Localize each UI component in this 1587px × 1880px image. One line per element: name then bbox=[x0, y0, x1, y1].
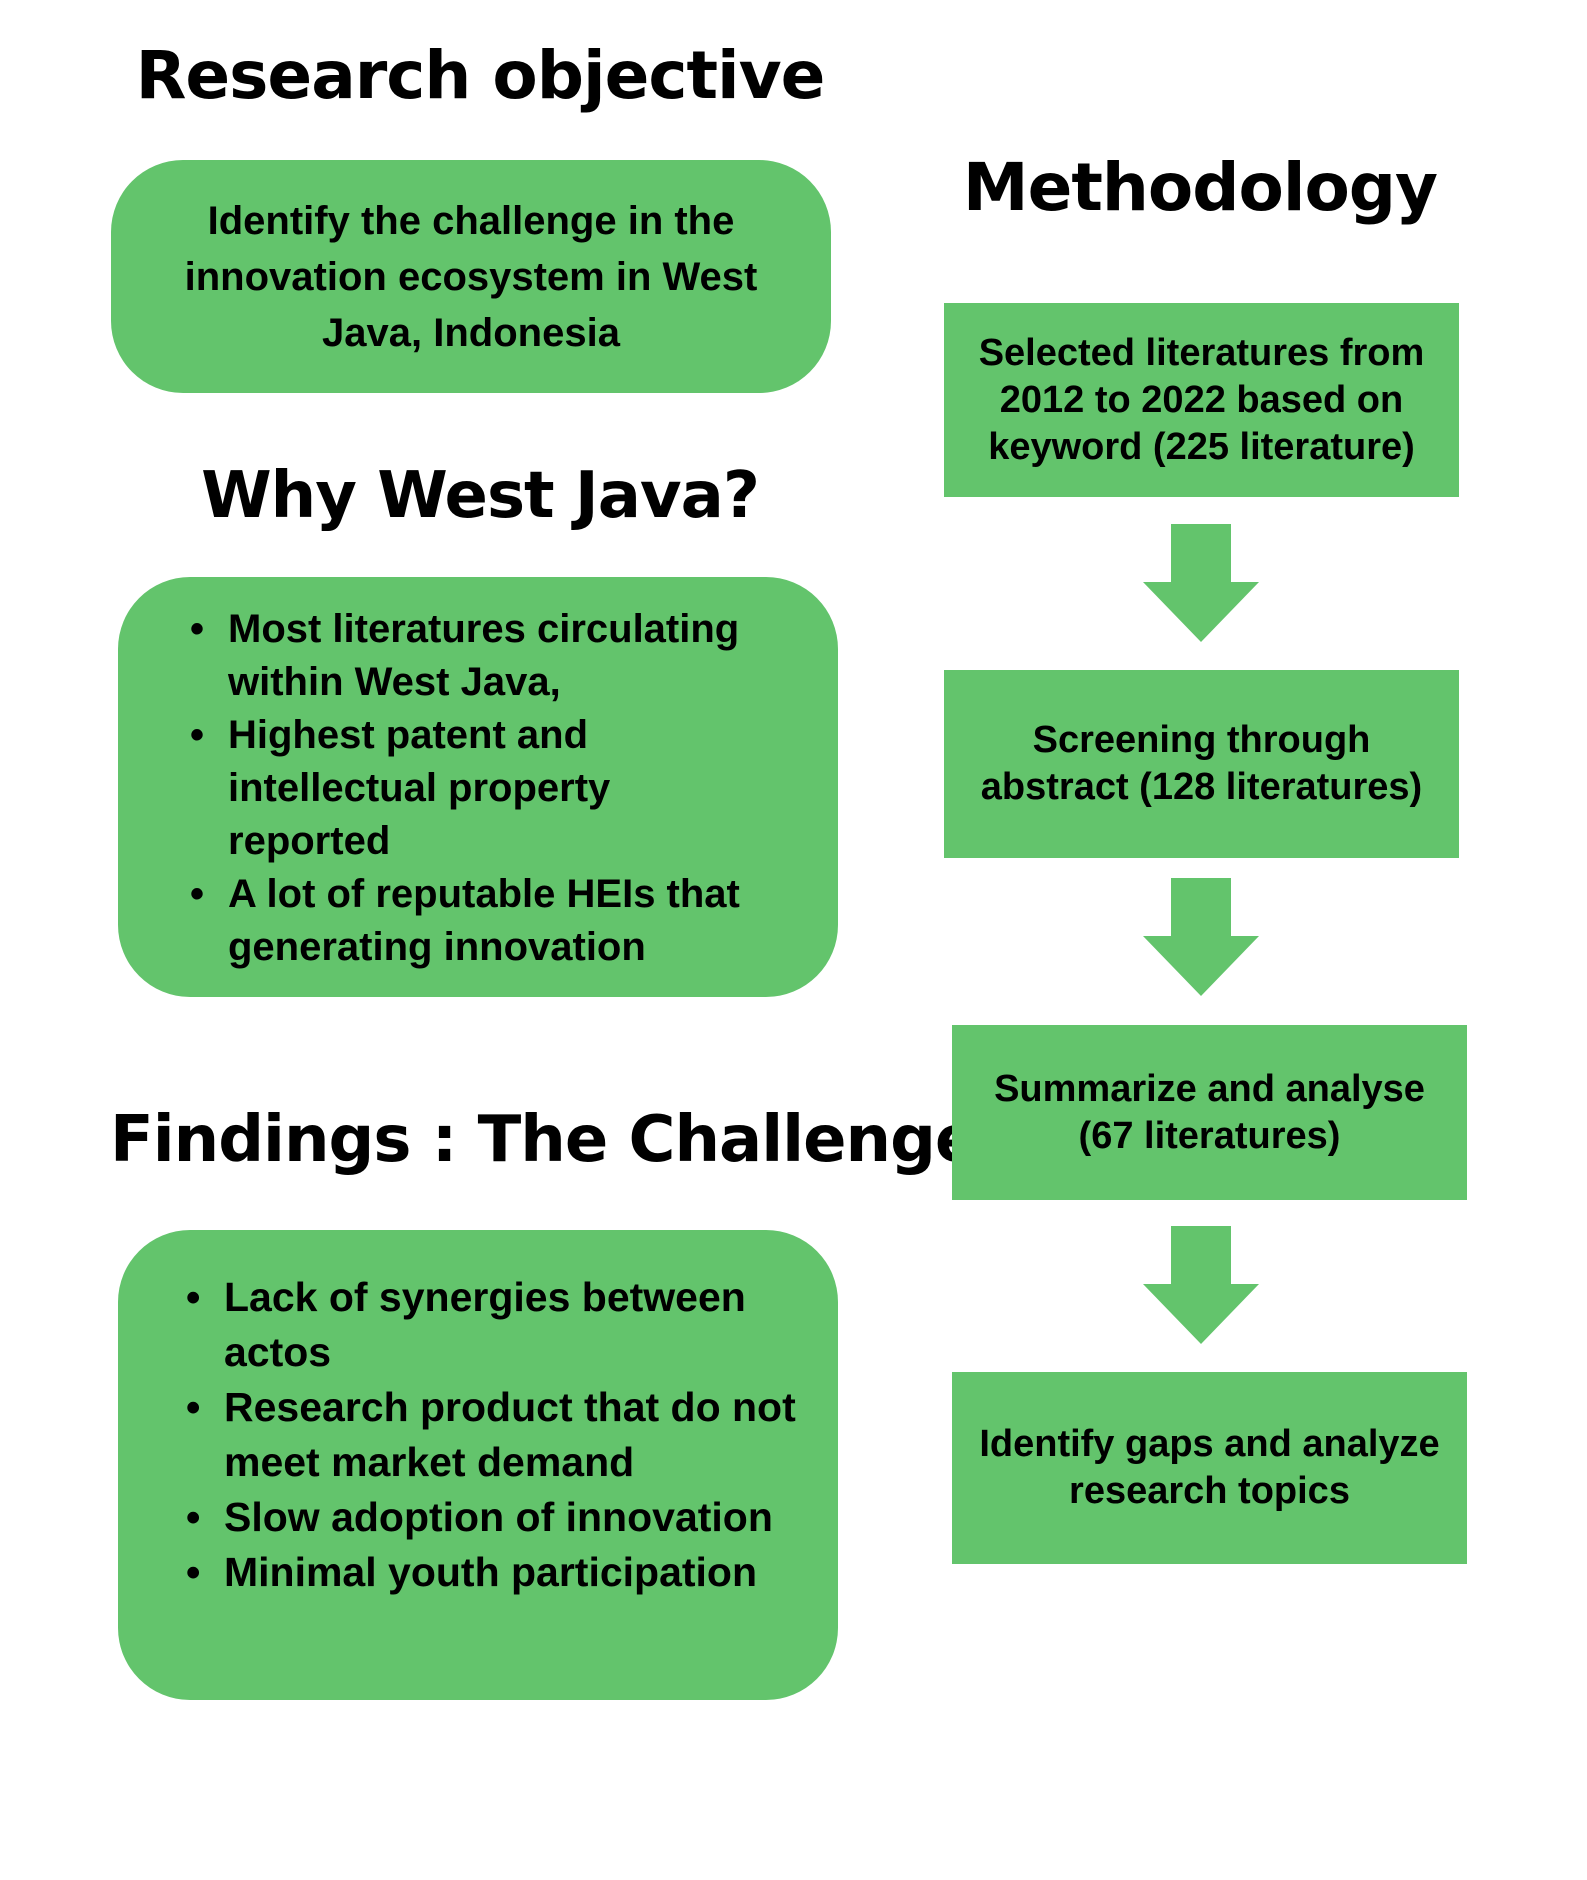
arrow-down-icon bbox=[1143, 524, 1259, 642]
list-item: Lack of synergies between actos bbox=[186, 1270, 808, 1380]
why-west-java-list: Most literatures circulating within West… bbox=[190, 603, 768, 974]
list-item: Highest patent and intellectual property… bbox=[190, 709, 768, 868]
list-item: Slow adoption of innovation bbox=[186, 1490, 808, 1545]
findings-heading: Findings : The Challenge bbox=[110, 1103, 978, 1177]
methodology-step-4-box: Identify gaps and analyze research topic… bbox=[952, 1372, 1467, 1564]
arrow-down-icon bbox=[1143, 1226, 1259, 1344]
findings-box: Lack of synergies between actos Research… bbox=[118, 1230, 838, 1700]
research-objective-text: Identify the challenge in the innovation… bbox=[184, 198, 758, 355]
research-objective-box: Identify the challenge in the innovation… bbox=[111, 160, 831, 393]
list-item: A lot of reputable HEIs that generating … bbox=[190, 868, 768, 974]
methodology-step-1-box: Selected literatures from 2012 to 2022 b… bbox=[944, 303, 1459, 497]
why-west-java-box: Most literatures circulating within West… bbox=[118, 577, 838, 997]
list-item: Most literatures circulating within West… bbox=[190, 603, 768, 709]
list-item: Research product that do not meet market… bbox=[186, 1380, 808, 1490]
methodology-step-3-box: Summarize and analyse (67 literatures) bbox=[952, 1025, 1467, 1200]
methodology-step-2-box: Screening through abstract (128 literatu… bbox=[944, 670, 1459, 858]
methodology-heading: Methodology bbox=[962, 149, 1438, 226]
arrow-down-icon bbox=[1143, 878, 1259, 996]
research-objective-heading: Research objective bbox=[135, 37, 826, 114]
findings-list: Lack of synergies between actos Research… bbox=[186, 1270, 808, 1600]
list-item: Minimal youth participation bbox=[186, 1545, 808, 1600]
why-west-java-heading: Why West Java? bbox=[201, 459, 760, 533]
